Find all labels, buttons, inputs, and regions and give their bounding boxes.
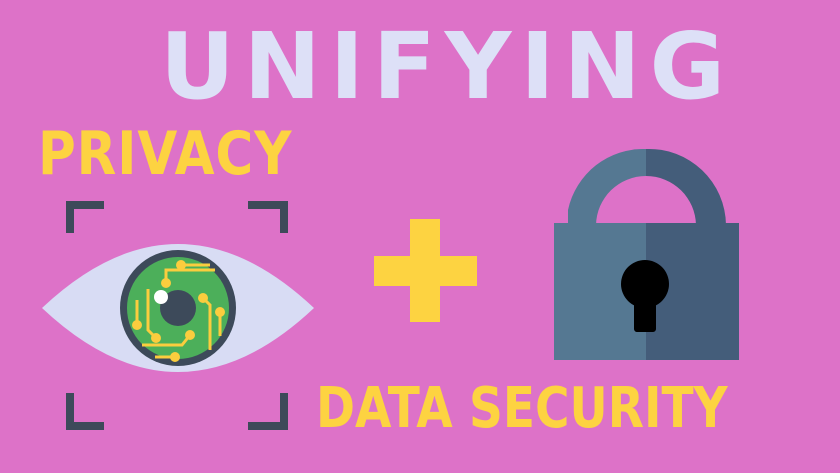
padlock-icon: [554, 148, 739, 360]
scan-frame-icon: [66, 201, 288, 430]
eye-icon: [42, 244, 314, 372]
data-security-label: DATA SECURITY: [316, 376, 728, 441]
plus-icon: [374, 219, 477, 322]
privacy-label: PRIVACY: [38, 119, 293, 189]
headline-title: UNIFYING: [160, 13, 735, 120]
